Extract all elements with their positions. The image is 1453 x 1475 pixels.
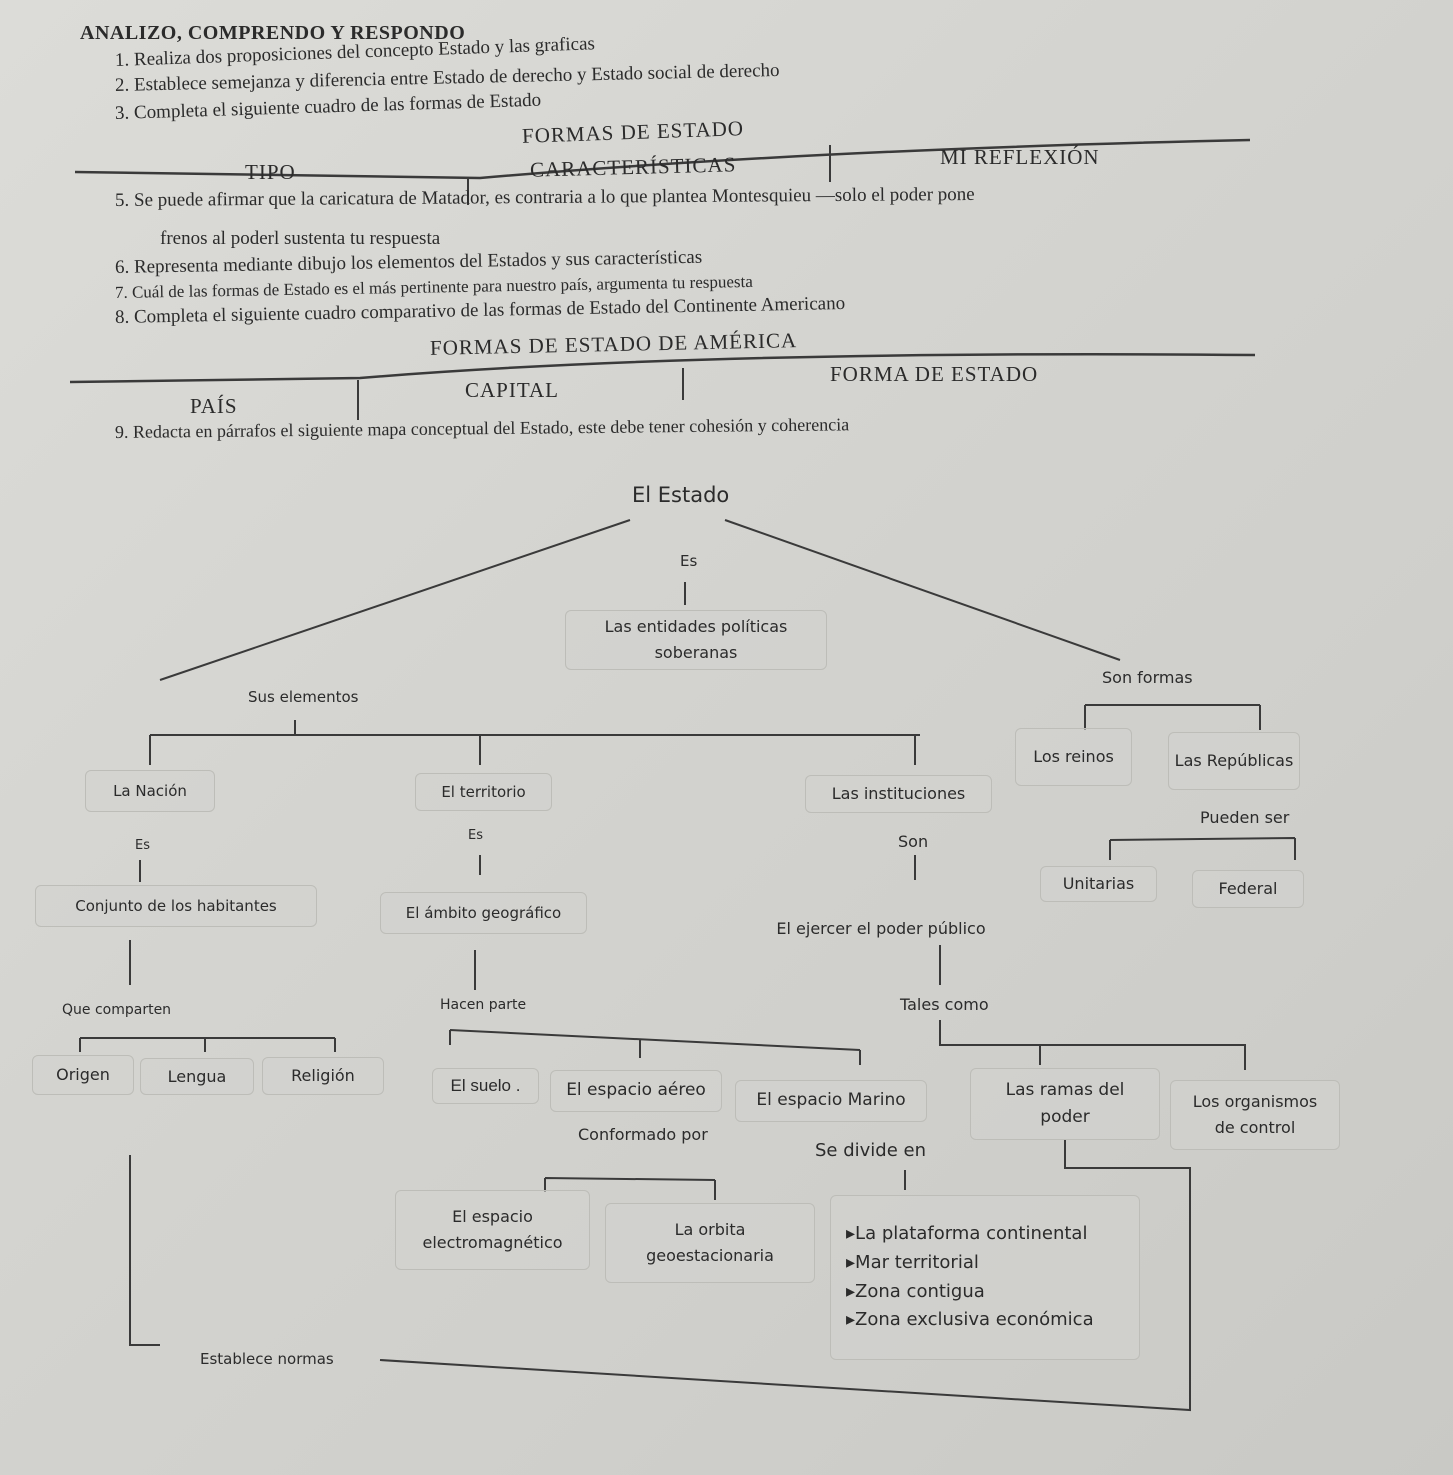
map-node-lengua: Lengua: [140, 1058, 254, 1095]
map-label-establece-normas: Establece normas: [200, 1350, 334, 1368]
map-node-reinos: Los reinos: [1015, 728, 1132, 786]
table1-header-reflexion: MI REFLEXIÓN: [940, 145, 1100, 169]
map-label-es: Es: [680, 552, 698, 570]
map-label-se-divide: Se divide en: [815, 1140, 927, 1161]
map-node-ambito: El ámbito geográfico: [380, 892, 587, 934]
map-node-divisiones-marino: La plataforma continental Mar territoria…: [830, 1195, 1140, 1360]
map-node-espacio-aereo: El espacio aéreo: [550, 1070, 722, 1112]
map-label-que-comparten: Que comparten: [62, 1002, 172, 1018]
question-5-continued: frenos al poderl sustenta tu respuesta: [160, 228, 441, 249]
map-node-ejercer: El ejercer el poder público: [776, 919, 986, 939]
map-label-es-nacion: Es: [135, 838, 150, 853]
map-node-electromagnetico: El espacio electromagnético: [395, 1190, 590, 1270]
map-label-conformado-por: Conformado por: [578, 1125, 708, 1144]
map-label-son: Son: [898, 832, 929, 851]
map-node-organismos-control: Los organismos de control: [1170, 1080, 1340, 1150]
map-label-hacen-parte: Hacen parte: [440, 997, 527, 1013]
map-label-pueden-ser: Pueden ser: [1200, 808, 1290, 827]
map-label-tales-como: Tales como: [900, 995, 989, 1014]
list-item: Zona exclusiva económica: [846, 1306, 1094, 1335]
map-node-territorio: El territorio: [415, 773, 552, 811]
map-node-ramas-poder: Las ramas del poder: [970, 1068, 1160, 1140]
map-root: El Estado: [632, 483, 730, 507]
list-item: La plataforma continental: [846, 1220, 1094, 1249]
map-node-orbita: La orbita geoestacionaria: [605, 1203, 815, 1283]
list-item: Zona contigua: [846, 1278, 1094, 1307]
map-node-religion: Religión: [262, 1057, 384, 1095]
map-node-federal: Federal: [1192, 870, 1304, 908]
marino-divisions-list: La plataforma continental Mar territoria…: [846, 1220, 1094, 1335]
map-label-es-territorio: Es: [468, 828, 483, 843]
list-item: Mar territorial: [846, 1249, 1094, 1278]
map-label-sus-elementos: Sus elementos: [248, 688, 359, 706]
table2-header-pais: PAÍS: [190, 394, 238, 418]
table2-header-forma: FORMA DE ESTADO: [830, 362, 1039, 386]
worksheet-heading: ANALIZO, COMPRENDO Y RESPONDO: [80, 22, 466, 44]
map-node-origen: Origen: [32, 1055, 134, 1095]
map-node-nacion: La Nación: [85, 770, 215, 812]
map-node-habitantes: Conjunto de los habitantes: [35, 885, 317, 927]
map-node-instituciones: Las instituciones: [805, 775, 992, 813]
map-node-suelo: El suelo .: [432, 1068, 539, 1104]
map-node-entidades: Las entidades políticas soberanas: [565, 610, 827, 670]
map-node-espacio-marino: El espacio Marino: [735, 1080, 927, 1122]
table1-header-tipo: TIPO: [245, 160, 296, 184]
map-label-son-formas: Son formas: [1102, 668, 1193, 687]
map-node-republicas: Las Repúblicas: [1168, 732, 1300, 790]
table2-header-capital: CAPITAL: [465, 378, 559, 402]
map-node-unitarias: Unitarias: [1040, 866, 1157, 902]
